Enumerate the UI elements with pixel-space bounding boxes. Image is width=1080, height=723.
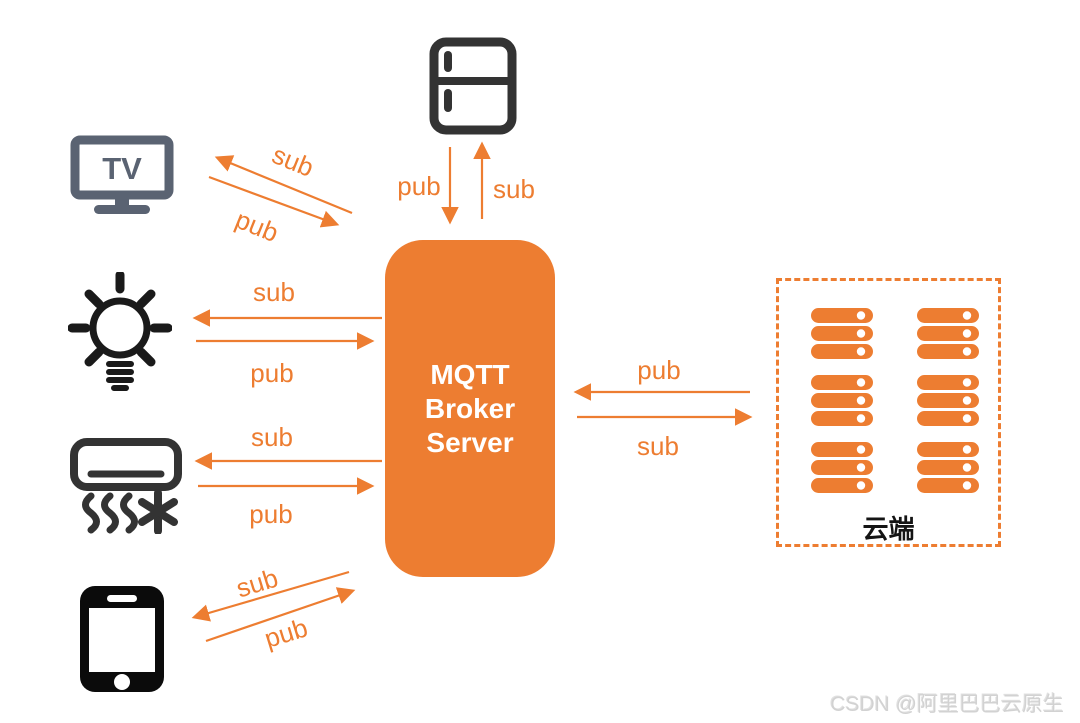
cloud-zone: 云端 — [776, 278, 1001, 547]
bulb-pub-label: pub — [250, 358, 294, 388]
fridge-sub-label: sub — [493, 174, 535, 204]
ac-pub-label: pub — [249, 499, 293, 529]
broker-title-line1: MQTT — [430, 358, 510, 390]
server-stack — [811, 308, 873, 359]
watermark: CSDN @阿里巴巴云原生 — [830, 693, 1064, 716]
bulb-sub-label: sub — [253, 277, 295, 307]
air-conditioner-icon — [70, 438, 182, 534]
broker-title-line2: Broker — [424, 392, 516, 424]
server-stack — [917, 308, 979, 359]
cloud-label: 云端 — [862, 514, 915, 544]
server-stack — [917, 375, 979, 426]
tv-pub-arrow — [208, 175, 340, 228]
server-stack — [811, 375, 873, 426]
lightbulb-icon — [68, 272, 172, 391]
tv-sub-arrow — [214, 155, 353, 215]
phone-pub-arrow — [205, 587, 356, 643]
cloud-sub-label: sub — [637, 431, 679, 461]
cloud-pub-label: pub — [637, 355, 681, 385]
ac-sub-label: sub — [251, 422, 293, 452]
broker-title-line3: Server — [426, 426, 514, 458]
fridge-pub-label: pub — [397, 171, 441, 201]
server-stack — [811, 442, 873, 493]
mqtt-broker-box: MQTT Broker Server — [385, 240, 555, 577]
phone-sub-arrow — [191, 570, 350, 622]
smartphone-icon — [80, 586, 164, 692]
tv-icon-text: TV — [102, 151, 142, 186]
tv-icon: TV — [70, 135, 174, 214]
fridge-icon — [429, 37, 517, 135]
server-stack — [917, 442, 979, 493]
